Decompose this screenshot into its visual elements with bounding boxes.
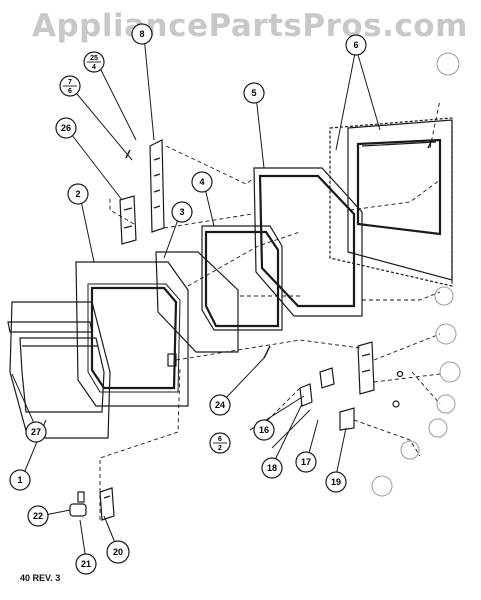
door-liner <box>253 167 363 317</box>
callout-1: 1 <box>17 475 22 485</box>
door-frame <box>75 261 189 407</box>
callout-6: 6 <box>353 40 358 50</box>
fraction-callout-bottom: 6 <box>68 88 72 95</box>
fraction-callout-top: 7 <box>68 79 72 86</box>
callout-4: 4 <box>199 177 204 187</box>
watermark: AppliancePartsPros.com <box>32 8 468 44</box>
callout-20: 20 <box>113 547 123 557</box>
hinge-mechanism <box>299 341 404 431</box>
callout-16: 16 <box>259 425 269 435</box>
callout-2: 2 <box>75 189 80 199</box>
callout-26: 26 <box>61 123 71 133</box>
glass-pane <box>155 251 239 353</box>
callout-27: 27 <box>31 427 41 437</box>
callout-3: 3 <box>179 207 184 217</box>
callout-leaders <box>11 35 381 561</box>
callout-22: 22 <box>33 511 43 521</box>
fraction-callout-top: 6 <box>218 436 222 443</box>
callout-19: 19 <box>331 477 341 487</box>
faint-callouts <box>371 52 461 497</box>
bracket <box>119 195 137 245</box>
callout-21: 21 <box>81 559 91 569</box>
callout-17: 17 <box>301 457 311 467</box>
inner-window-frame <box>201 225 283 331</box>
fraction-callout-bottom: 4 <box>92 64 96 71</box>
callout-5: 5 <box>251 88 256 98</box>
callout-18: 18 <box>267 463 277 473</box>
callout-24: 24 <box>215 400 225 410</box>
screws <box>125 139 433 359</box>
leader-lines <box>99 99 441 520</box>
fraction-callout-top: 25 <box>90 55 98 62</box>
callout-8: 8 <box>139 29 144 39</box>
fraction-callout-bottom: 2 <box>218 445 222 452</box>
revision-label: 40 REV. 3 <box>20 573 61 583</box>
choke-seal-panel <box>329 117 453 287</box>
